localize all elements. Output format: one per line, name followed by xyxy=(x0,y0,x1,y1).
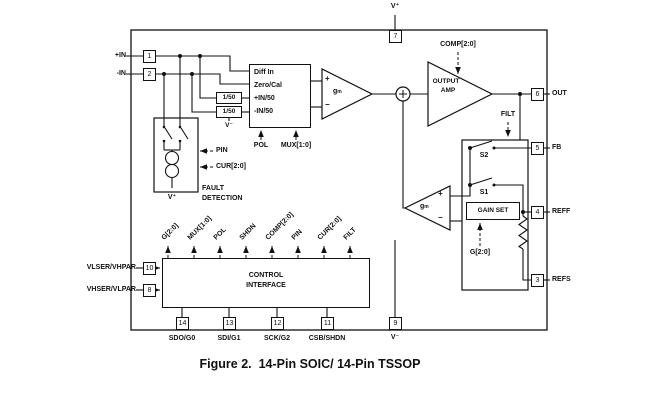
pin-label-sdo: SDO/G0 xyxy=(168,335,196,342)
divider-block-2: 1/50 xyxy=(216,106,242,118)
gm1-minus-mark: − xyxy=(325,100,330,109)
pin-label-vlser: VLSER/VHPAR xyxy=(86,264,136,271)
s1-switch-label: S1 xyxy=(479,189,489,196)
pin-box-6: 6 xyxy=(531,88,544,101)
control-interface-block: CONTROL INTERFACE xyxy=(162,258,370,308)
pin-box-9: 9 xyxy=(389,317,402,330)
pin-label-reff: REFF xyxy=(552,208,571,215)
fault-detection-box xyxy=(153,117,199,193)
pin-box-5: 5 xyxy=(531,142,544,155)
pin-label-fb: FB xyxy=(552,144,562,151)
diff-row-inp50: +IN/50 xyxy=(254,95,275,102)
vminus-divider-label: V⁻ xyxy=(225,122,233,129)
s2-switch-label: S2 xyxy=(479,152,489,159)
fault-switch-icons xyxy=(163,118,189,152)
gm1-plus-mark: + xyxy=(325,74,330,83)
control-arrows xyxy=(165,52,511,258)
mux-signal-label: MUX[1:0] xyxy=(280,142,312,149)
output-amp-triangle xyxy=(427,61,494,127)
gm1-label: gm xyxy=(333,88,342,95)
pin-box-3: 3 xyxy=(531,274,544,287)
pin-label-inn: -IN xyxy=(116,70,126,77)
filt-signal-label: FILT xyxy=(500,111,516,118)
diff-row-zerocal: Zero/Cal xyxy=(254,82,283,89)
pin-label-inp: +IN xyxy=(114,52,126,59)
vplus-top-label: V⁺ xyxy=(390,3,400,10)
pin-box-8: 8 xyxy=(143,284,156,297)
gm1-triangle xyxy=(321,68,374,120)
gain-set-block: GAIN SET xyxy=(466,202,520,220)
pin-label-vhser: VHSER/VLPAR xyxy=(86,286,136,293)
pin-box-11: 11 xyxy=(321,317,334,330)
pin-label-refs: REFS xyxy=(552,276,571,283)
pin-box-2: 2 xyxy=(143,68,156,81)
cur-signal-label: CUR[2:0] xyxy=(216,163,246,170)
pin-box-7: 7 xyxy=(389,30,402,43)
gm2-minus-mark: − xyxy=(438,213,443,222)
pol-signal-label: POL xyxy=(253,142,269,149)
fault-label-line1: FAULT xyxy=(202,185,225,192)
gm2-label: gm xyxy=(420,203,429,210)
pin-box-14: 14 xyxy=(176,317,189,330)
junction-dots xyxy=(162,54,525,214)
solid-wires xyxy=(126,15,550,317)
vminus-bottom-label: V⁻ xyxy=(390,334,400,341)
pin-label-csb: CSB/SHDN xyxy=(308,335,346,342)
summing-node-icon xyxy=(395,86,411,102)
pin-box-12: 12 xyxy=(271,317,284,330)
pin-box-4: 4 xyxy=(531,206,544,219)
figure-caption: Figure 2. 14-Pin SOIC/ 14-Pin TSSOP xyxy=(199,357,421,371)
vplus-fault-label: V⁺ xyxy=(167,194,177,201)
resistor-icon xyxy=(517,215,528,250)
gm2-plus-mark: + xyxy=(438,189,443,198)
divider-block-1: 1/50 xyxy=(216,92,242,104)
pin-box-10: 10 xyxy=(143,262,156,275)
output-amp-line1: OUTPUT xyxy=(432,78,460,85)
pin-label-sck: SCK/G2 xyxy=(263,335,291,342)
diff-input-block: Diff In Zero/Cal +IN/50 -IN/50 xyxy=(249,64,311,128)
pin-box-13: 13 xyxy=(223,317,236,330)
gain-network-box xyxy=(461,139,529,291)
current-source-icon xyxy=(164,150,180,188)
pin-box-1: 1 xyxy=(143,50,156,63)
pin-label-sdi: SDI/G1 xyxy=(217,335,241,342)
chip-outline xyxy=(130,29,548,331)
output-amp-line2: AMP xyxy=(440,87,456,94)
diff-row-inn50: -IN/50 xyxy=(254,108,274,115)
control-interface-line2: INTERFACE xyxy=(246,282,286,289)
pin-label-out: OUT xyxy=(552,90,567,97)
control-interface-line1: CONTROL xyxy=(248,272,284,279)
diff-row-diffin: Diff In xyxy=(254,69,274,76)
pin-signal-label: PIN xyxy=(216,147,228,154)
gm2-triangle xyxy=(403,185,451,231)
comp-signal-label: COMP[2:0] xyxy=(440,41,476,48)
gain-signal-label: G[2:0] xyxy=(469,249,491,256)
fault-label-line2: DETECTION xyxy=(202,195,243,202)
